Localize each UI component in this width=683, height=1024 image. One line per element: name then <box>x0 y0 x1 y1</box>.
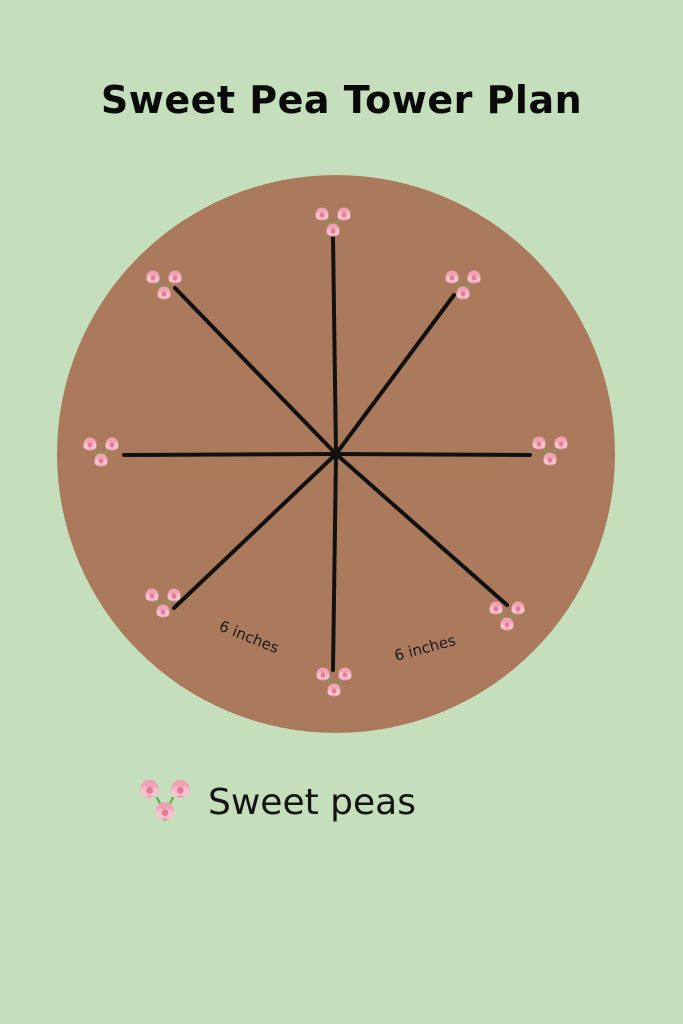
legend-label: Sweet peas <box>208 781 416 823</box>
string-north <box>331 235 338 456</box>
page-title: Sweet Pea Tower Plan <box>100 78 583 122</box>
legend: Sweet peas <box>132 770 416 834</box>
string-north-west <box>173 286 338 456</box>
string-west <box>122 452 338 457</box>
string-south-east <box>334 452 509 607</box>
string-south <box>331 452 338 672</box>
sweet-pea-flower-icon <box>139 778 191 823</box>
support-strings <box>122 235 532 672</box>
string-south-west <box>172 452 338 610</box>
string-north-east <box>334 293 456 456</box>
string-east <box>334 452 532 457</box>
